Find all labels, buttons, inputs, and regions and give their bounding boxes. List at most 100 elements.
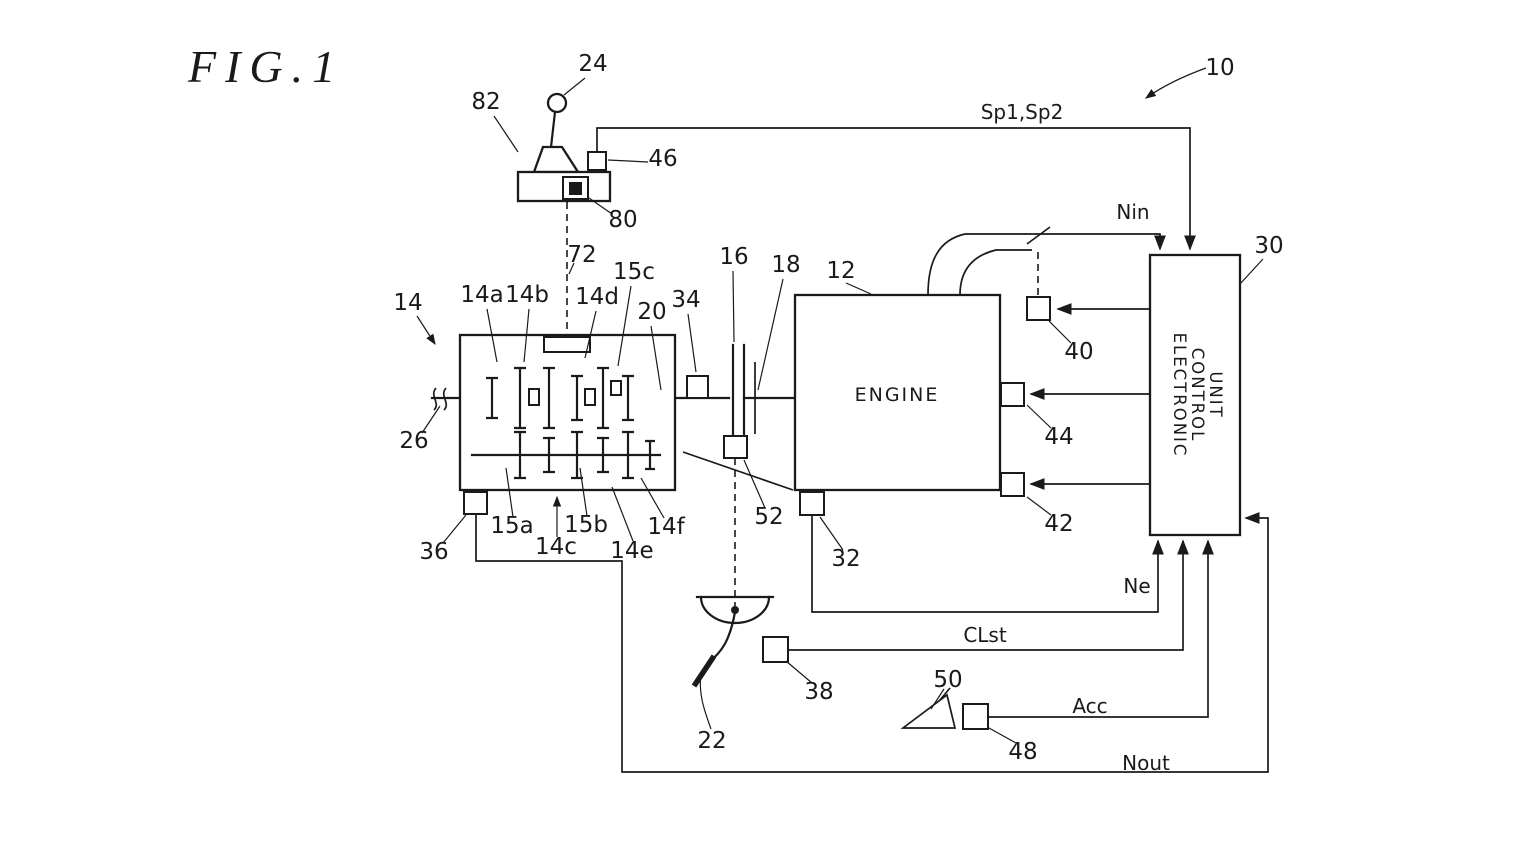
transmission-block <box>430 333 731 515</box>
gear-14b <box>514 366 526 430</box>
leader-40 <box>1048 320 1072 344</box>
ecu-label-control: CONTROL <box>1188 348 1207 443</box>
nin-signal-line <box>927 233 1166 296</box>
shift-lever-assembly <box>516 92 612 337</box>
leader-34 <box>687 313 697 373</box>
sp-signal-line <box>596 127 1196 251</box>
leader-42 <box>1026 496 1052 516</box>
gear-14d <box>543 366 555 430</box>
leader-14b <box>523 308 530 363</box>
leader-80 <box>588 197 613 215</box>
signal-label-clst: CLst <box>963 623 1007 647</box>
leader-14 <box>416 315 436 346</box>
sensor40-slant-tick <box>1026 226 1051 245</box>
ref-label-82: 82 <box>471 89 500 115</box>
sensor-38-box <box>762 636 789 663</box>
figure-title: FIG.1 <box>187 41 344 92</box>
sensor-42-box <box>1000 472 1025 497</box>
ref-label-14e: 14e <box>610 538 653 564</box>
leader-48 <box>988 727 1017 744</box>
leader-50 <box>930 688 945 710</box>
ecu-block: ELECTRONIC CONTROL UNIT <box>1148 253 1242 537</box>
ref-label-12: 12 <box>826 258 855 284</box>
signal-lines <box>475 127 1269 773</box>
gear-lower-1 <box>514 430 526 480</box>
ref-label-34: 34 <box>671 287 700 313</box>
gear-14a <box>486 376 498 420</box>
ref-label-36: 36 <box>419 539 448 565</box>
shift-actuator-box <box>543 336 591 353</box>
accelerator-pivot-tick <box>939 687 951 701</box>
gear-lower-4 <box>597 436 609 474</box>
shift-knob <box>546 92 568 114</box>
ref-label-14a: 14a <box>460 282 503 308</box>
synchro-15a-hub <box>528 388 540 406</box>
signal-label-nout: Nout <box>1122 751 1170 775</box>
ignition-curve-line <box>959 249 1032 296</box>
signal-label-sp: Sp1,Sp2 <box>981 100 1064 124</box>
ref-label-80: 80 <box>608 207 637 233</box>
gear-lower-2 <box>543 436 555 474</box>
sensor-36-box <box>463 491 488 515</box>
leader-18 <box>757 278 784 391</box>
leader-15c <box>617 285 632 367</box>
ref-label-14d: 14d <box>575 284 619 310</box>
clst-signal-line <box>788 539 1189 651</box>
leader-22 <box>699 673 712 730</box>
ref-label-42: 42 <box>1044 511 1073 537</box>
engine-label: ENGINE <box>855 384 940 406</box>
signal-label-acc: Acc <box>1072 694 1107 718</box>
accelerator-pedal <box>900 687 989 730</box>
pedal-bracket-arc <box>699 595 771 625</box>
gear-14f <box>645 439 655 471</box>
acc-signal-line <box>988 539 1214 718</box>
sensor-44-box <box>1000 382 1025 407</box>
leader-14f <box>640 477 665 519</box>
leader-52 <box>743 459 766 509</box>
signal-labels: Sp1,Sp2 Nin Ne CLst Acc Nout <box>963 100 1170 775</box>
ref-label-40: 40 <box>1064 339 1093 365</box>
leader-24 <box>563 77 586 96</box>
signal-label-ne: Ne <box>1123 574 1150 598</box>
ecu-housing <box>1148 253 1242 537</box>
ref-label-10: 10 <box>1205 55 1234 81</box>
leader-32 <box>819 516 844 551</box>
synchro-15c-hub <box>610 380 622 396</box>
ref-label-46: 46 <box>648 146 677 172</box>
ref-label-26: 26 <box>399 428 428 454</box>
clutch-housing-slant <box>682 451 794 491</box>
ref-label-38: 38 <box>804 679 833 705</box>
leader-14d <box>584 310 597 359</box>
leader-38 <box>785 660 813 684</box>
sensor-52-box <box>723 435 748 459</box>
ref-label-72: 72 <box>567 242 596 268</box>
leader-15b <box>579 467 588 517</box>
leader-14a <box>486 308 498 363</box>
sensor-40-box <box>1026 296 1051 321</box>
signal-label-nin: Nin <box>1116 200 1149 224</box>
ref-label-14: 14 <box>393 290 422 316</box>
leader-82 <box>493 115 519 153</box>
ref-label-48: 48 <box>1008 739 1037 765</box>
ref-label-18: 18 <box>771 252 800 278</box>
sensor-32-box <box>799 491 825 516</box>
sensor-46-box <box>587 151 607 171</box>
ref-label-24: 24 <box>578 51 607 77</box>
ref-label-52: 52 <box>754 504 783 530</box>
ref-label-32: 32 <box>831 546 860 572</box>
gear-upper-5 <box>597 366 609 430</box>
ref-label-14c: 14c <box>535 534 577 560</box>
ref-labels: FIG.1 10 12 14 14a 14b 14d 15c 20 34 16 … <box>187 41 1284 765</box>
sensor-80-core <box>569 182 582 195</box>
ref-label-44: 44 <box>1044 424 1073 450</box>
ref-label-15c: 15c <box>613 259 655 285</box>
ref-label-20: 20 <box>637 299 666 325</box>
leader-36 <box>442 514 467 544</box>
shift-lever-boot <box>532 145 581 174</box>
leader-72 <box>568 262 575 275</box>
accelerator-pedal-shape <box>900 693 957 729</box>
leader-14e <box>611 486 634 542</box>
gear-15c <box>622 374 634 422</box>
transmission-housing <box>458 333 677 492</box>
